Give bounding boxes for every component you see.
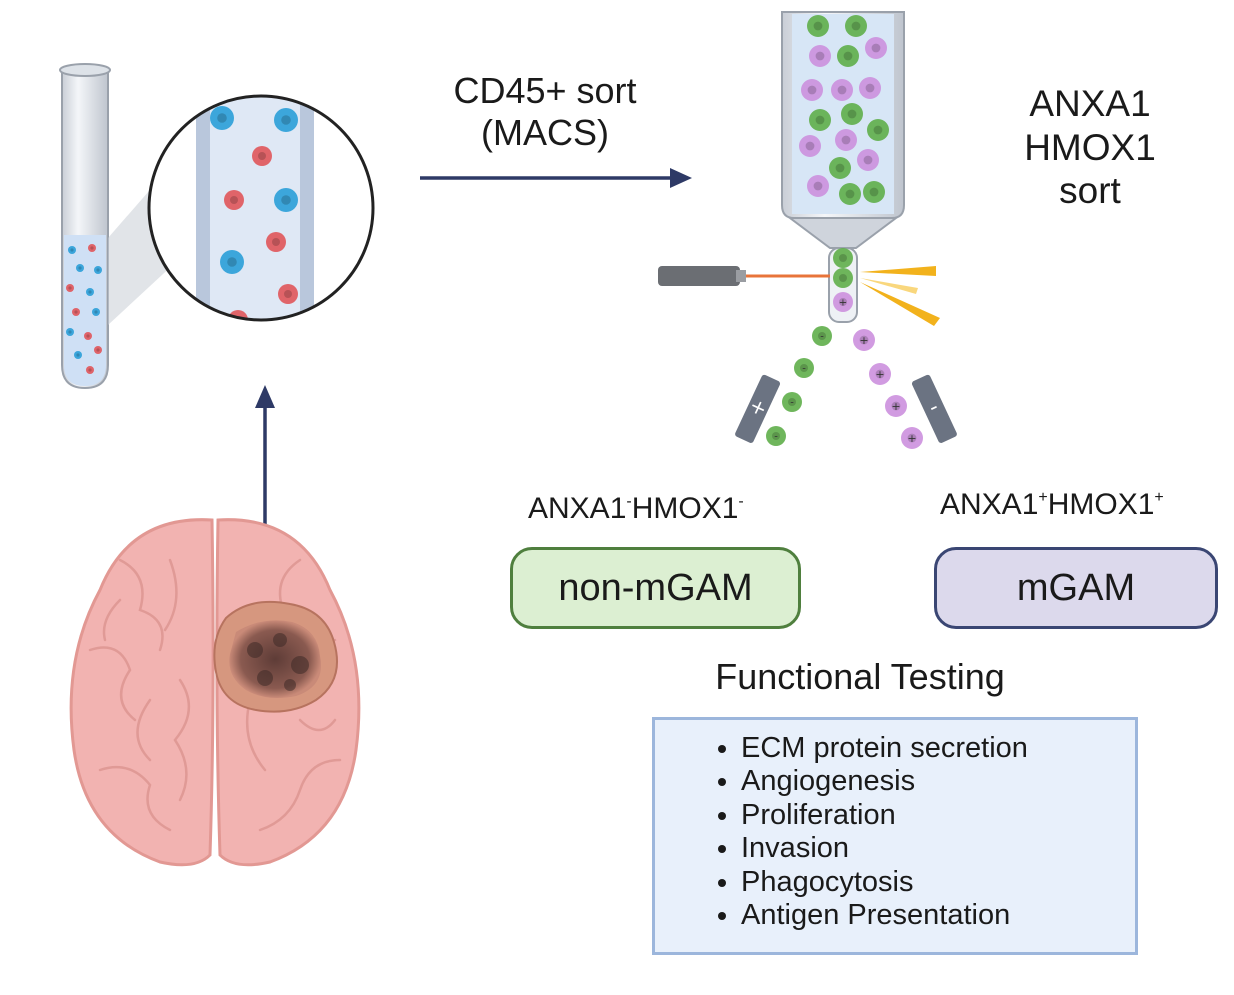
functional-test-item: Antigen Presentation	[741, 899, 1135, 932]
neg-marker-a: ANXA1	[528, 492, 627, 525]
red-cell	[224, 190, 244, 210]
functional-testing-list: ECM protein secretionAngiogenesisProlife…	[703, 732, 1135, 932]
blue-cell	[68, 246, 76, 254]
magnified-view	[147, 94, 375, 322]
purple-cell	[809, 45, 831, 67]
svg-text:-: -	[790, 398, 794, 409]
test-tube	[59, 63, 111, 390]
purple-cell	[801, 79, 823, 101]
purple-cell	[831, 79, 853, 101]
red-cell	[266, 232, 286, 252]
positive-droplet: +	[833, 292, 853, 312]
macs-sort-line2: (MACS)	[481, 112, 609, 154]
svg-text:+: +	[859, 334, 868, 347]
negative-droplet: -	[782, 392, 802, 412]
pos-marker-a: ANXA1	[940, 488, 1039, 521]
svg-text:-: -	[820, 332, 824, 343]
blue-cell	[66, 328, 74, 336]
negative-droplet	[833, 248, 853, 268]
red-cell	[84, 332, 92, 340]
positive-droplet: +	[869, 363, 891, 385]
green-cell	[867, 119, 889, 141]
green-cell	[845, 15, 867, 37]
functional-test-item: Angiogenesis	[741, 765, 1135, 798]
negative-droplet: -	[812, 326, 832, 346]
blue-cell	[92, 308, 100, 316]
neg-marker-b: HMOX1	[631, 492, 739, 525]
functional-test-item: Invasion	[741, 832, 1135, 865]
blue-cell	[274, 188, 298, 212]
purple-cell	[835, 129, 857, 151]
green-cell	[841, 103, 863, 125]
functional-test-item: ECM protein secretion	[741, 732, 1135, 765]
positive-droplet: +	[901, 427, 923, 449]
purple-cell	[859, 77, 881, 99]
green-cell	[807, 15, 829, 37]
purple-cell	[857, 149, 879, 171]
red-cell	[278, 284, 298, 304]
blue-cell	[76, 264, 84, 272]
functional-test-item: Proliferation	[741, 799, 1135, 832]
svg-text:+: +	[875, 368, 884, 381]
neg-marker-b-sign: -	[738, 493, 744, 510]
positive-droplet: +	[885, 395, 907, 417]
negative-droplet	[833, 268, 853, 288]
blue-cell	[86, 288, 94, 296]
positive-phenotype-label: ANXA1+HMOX1+	[940, 488, 1164, 522]
tube-cells	[66, 244, 102, 374]
blue-cell	[210, 106, 234, 130]
macs-arrow	[420, 168, 692, 188]
facs-sort-line3: sort	[1059, 170, 1121, 212]
red-cell	[252, 146, 272, 166]
facs-sort-line1: ANXA1	[1029, 83, 1151, 124]
green-cell	[837, 45, 859, 67]
purple-cell	[865, 37, 887, 59]
svg-text:+: +	[839, 298, 847, 309]
functional-test-item: Phagocytosis	[741, 866, 1135, 899]
sorted-droplets: + - - - - + + + +	[766, 248, 923, 449]
svg-text:-: -	[802, 364, 806, 375]
facs-sort-label: ANXA1 HMOX1 sort	[990, 82, 1190, 213]
mgam-box: mGAM	[934, 547, 1218, 629]
negative-droplet: -	[794, 358, 814, 378]
green-cell	[829, 157, 851, 179]
red-cell	[66, 284, 74, 292]
green-cell	[863, 181, 885, 203]
blue-cell	[94, 266, 102, 274]
pos-marker-b: HMOX1	[1047, 488, 1155, 521]
purple-cell	[807, 175, 829, 197]
positive-droplet: +	[853, 329, 875, 351]
brain-illustration	[69, 518, 361, 867]
pos-marker-a-sign: +	[1038, 489, 1048, 506]
svg-text:+: +	[907, 432, 916, 445]
facs-sort-line2: HMOX1	[1024, 126, 1156, 168]
macs-sort-line1: CD45+ sort	[453, 70, 637, 111]
red-cell	[88, 244, 96, 252]
blue-cell	[274, 108, 298, 132]
pos-marker-b-sign: +	[1154, 489, 1164, 506]
green-cell	[809, 109, 831, 131]
svg-text:+: +	[891, 400, 900, 413]
purple-cell	[799, 135, 821, 157]
svg-text:-: -	[774, 432, 778, 443]
negative-phenotype-label: ANXA1-HMOX1-	[528, 492, 744, 526]
neg-marker-a-sign: -	[626, 493, 632, 510]
functional-testing-title: Functional Testing	[715, 656, 1005, 697]
flow-sorter: + - + - - - - + + + +	[658, 11, 957, 449]
blue-cell	[74, 351, 82, 359]
red-cell	[86, 366, 94, 374]
negative-droplet: -	[766, 426, 786, 446]
red-cell	[72, 308, 80, 316]
functional-testing-panel: ECM protein secretionAngiogenesisProlife…	[652, 717, 1138, 955]
macs-sort-label: CD45+ sort (MACS)	[425, 70, 665, 155]
red-cell	[94, 346, 102, 354]
non-mgam-box: non-mGAM	[510, 547, 801, 629]
green-cell	[839, 183, 861, 205]
blue-cell	[220, 250, 244, 274]
